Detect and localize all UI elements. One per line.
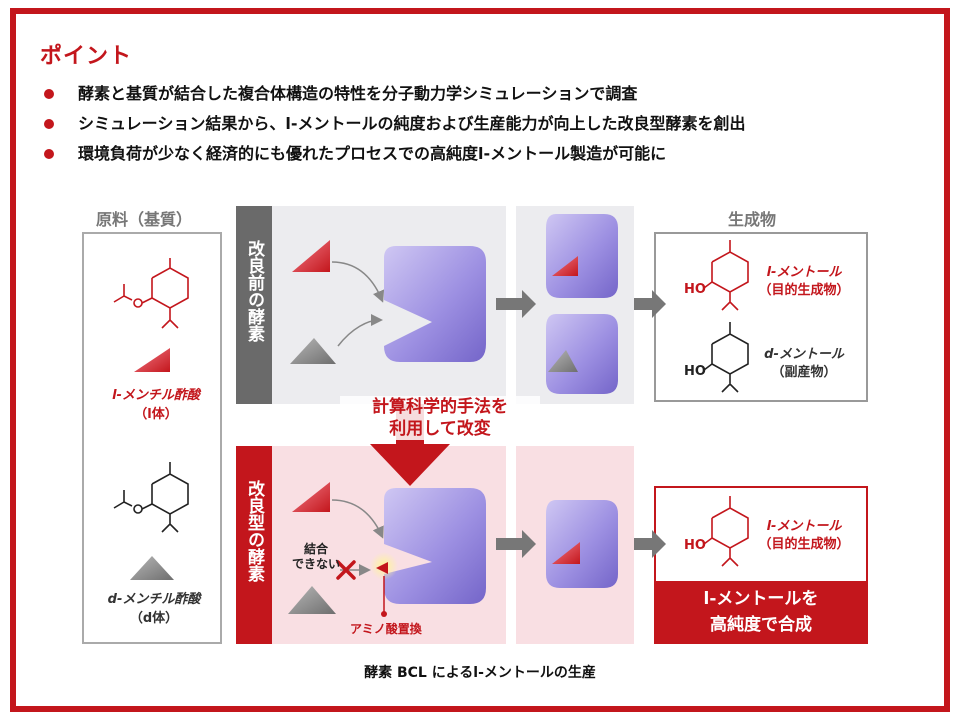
bullet-dot-icon	[44, 149, 54, 159]
l-menthol-structure-before	[703, 240, 749, 311]
key-points-list: 酵素と基質が結合した複合体構造の特性を分子動力学シミュレーションで調査 シミュレ…	[44, 82, 746, 172]
method-line1: 計算科学的手法を	[372, 397, 508, 417]
substrate-gray-triangle-before	[290, 338, 336, 364]
figure-caption: 酵素 BCL によるl-メントールの生産	[364, 665, 596, 681]
substrate-gray-triangle-after	[288, 586, 336, 614]
d-acetate-name: d-メンチル酢酸	[107, 592, 201, 607]
cannot-bind-label: 結合 できない	[292, 542, 340, 572]
banner-line2: 高純度で合成	[710, 615, 812, 635]
ho-label: HO	[684, 364, 706, 379]
key-point-text: 環境負荷が少なく経済的にも優れたプロセスでの高純度l-メントール製造が可能に	[78, 144, 667, 163]
d-menthol-label: d-メントール （副産物）	[756, 346, 852, 382]
key-point: 酵素と基質が結合した複合体構造の特性を分子動力学シミュレーションで調査	[44, 82, 746, 112]
enzyme-complex-l-after	[546, 500, 618, 588]
d-acetate-label: d-メンチル酢酸 （d体）	[104, 588, 204, 626]
key-point-text: 酵素と基質が結合した複合体構造の特性を分子動力学シミュレーションで調査	[78, 84, 638, 103]
key-point: シミュレーション結果から、l-メントールの純度および生産能力が向上した改良型酵素…	[44, 112, 746, 142]
l-menthol-label-before: l-メントール （目的生成物）	[756, 264, 852, 300]
l-substrate-triangle	[134, 348, 170, 372]
raw-material-caption: 原料（基質）	[96, 210, 193, 229]
enzyme-complex-l	[546, 214, 618, 298]
arrow-right-icon	[496, 530, 536, 558]
no-binding-x-icon	[336, 560, 356, 580]
arrow-right-icon	[496, 290, 536, 318]
key-point-text: シミュレーション結果から、l-メントールの純度および生産能力が向上した改良型酵素…	[78, 114, 746, 133]
by-product-text: （副産物）	[771, 365, 837, 380]
page-heading: ポイント	[40, 44, 133, 69]
product-box-after: l-メントールを 高純度で合成	[654, 486, 868, 644]
ho-label: HO	[684, 538, 706, 553]
arrow-right-icon	[634, 530, 666, 558]
l-menthol-structure-after	[703, 496, 749, 567]
substrate-red-triangle-before	[292, 240, 330, 272]
down-arrow-icon	[370, 404, 450, 486]
high-purity-banner: l-メントールを 高純度で合成	[656, 581, 866, 642]
key-point: 環境負荷が少なく経済的にも優れたプロセスでの高純度l-メントール製造が可能に	[44, 142, 746, 172]
l-acetate-label: l-メンチル酢酸 （l体）	[112, 384, 200, 422]
d-menthyl-acetate-structure	[113, 462, 189, 533]
arrow-right-icon	[634, 290, 666, 318]
after-enzyme-text: 改良型の酵素	[244, 480, 264, 582]
l-menthol-label-after: l-メントール （目的生成物）	[756, 518, 852, 554]
after-enzyme-label: 改良型の酵素	[236, 446, 272, 644]
method-label: 計算科学的手法を 利用して改変	[340, 396, 540, 440]
ho-label: HO	[684, 282, 706, 297]
before-enzyme-label: 改良前の酵素	[236, 206, 272, 404]
product-caption: 生成物	[728, 210, 777, 229]
method-line2: 利用して改変	[389, 419, 491, 439]
substrate-red-triangle-after	[292, 482, 330, 512]
bullet-dot-icon	[44, 119, 54, 129]
bullet-dot-icon	[44, 89, 54, 99]
enzyme-complex-d	[546, 314, 618, 394]
enzyme-after	[384, 488, 486, 604]
d-menthol-name: d-メントール	[764, 347, 844, 362]
l-menthol-name: l-メントール	[766, 265, 842, 280]
l-menthol-name: l-メントール	[766, 519, 842, 534]
l-acetate-name: l-メンチル酢酸	[112, 388, 200, 403]
before-enzyme-text: 改良前の酵素	[244, 240, 264, 342]
target-product-text: （目的生成物）	[758, 283, 850, 298]
l-acetate-form: （l体）	[134, 407, 178, 422]
target-product-text: （目的生成物）	[758, 537, 850, 552]
l-menthyl-acetate-structure	[113, 258, 189, 329]
amino-acid-label: アミノ酸置換	[350, 622, 422, 636]
d-acetate-form: （d体）	[129, 611, 179, 626]
product-box-before	[654, 232, 868, 402]
cannot-bind-line2: できない	[292, 557, 341, 571]
cannot-bind-line1: 結合	[303, 542, 328, 556]
d-substrate-triangle	[130, 556, 174, 580]
enzyme-before	[384, 246, 486, 362]
d-menthol-structure	[703, 322, 749, 393]
banner-line1: l-メントールを	[703, 589, 819, 609]
